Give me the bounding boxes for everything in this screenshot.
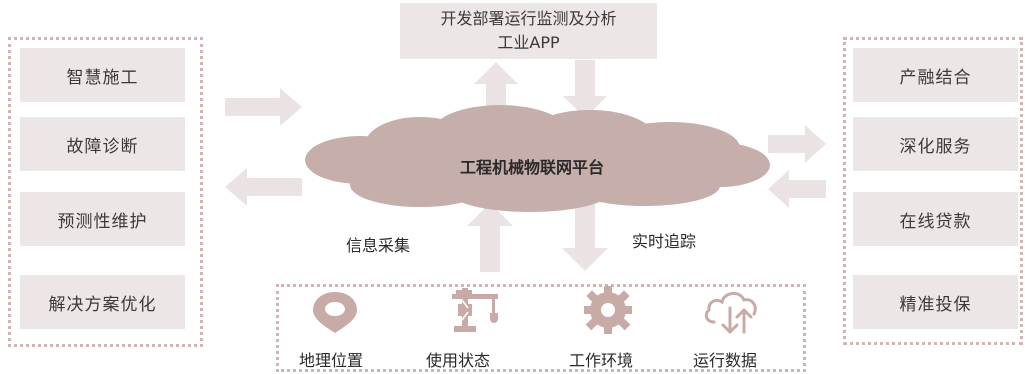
- left-panel-frame: [8, 37, 203, 347]
- cloud-platform-label: 工程机械物联网平台: [460, 158, 605, 177]
- arrow-up-top: [474, 62, 518, 120]
- bottom-item-operating-data: 运行数据: [693, 351, 758, 370]
- top-app-line2: 工业APP: [497, 33, 560, 52]
- left-item-label: 预测性维护: [57, 211, 148, 232]
- crane-icon: [452, 288, 498, 332]
- left-item-predictive-maintenance: 预测性维护: [20, 192, 185, 246]
- right-item-online-loan: 在线贷款: [853, 192, 1018, 246]
- left-item-solution-optimization: 解决方案优化: [20, 275, 185, 329]
- top-app-line1: 开发部署运行监测及分析: [440, 9, 617, 28]
- arrow-right-top-left: [225, 88, 302, 126]
- right-panel-frame: [843, 37, 1023, 345]
- arrow-down-top: [563, 60, 607, 118]
- arrow-up-bottom: [467, 203, 513, 272]
- cloud-transfer-icon: [704, 292, 757, 334]
- right-item-label: 产融结合: [899, 67, 972, 88]
- top-app-box: 开发部署运行监测及分析 工业APP: [400, 3, 657, 59]
- label-realtime-tracking: 实时追踪: [632, 232, 697, 251]
- bottom-panel-frame: [276, 284, 806, 372]
- bottom-item-work-environment: 工作环境: [569, 351, 634, 370]
- left-item-label: 故障诊断: [66, 136, 139, 157]
- right-item-label: 在线贷款: [899, 211, 972, 232]
- bottom-item-location: 地理位置: [299, 351, 364, 370]
- gear-icon: [584, 286, 632, 334]
- left-item-label: 智慧施工: [66, 67, 139, 88]
- left-item-fault-diagnosis: 故障诊断: [20, 117, 185, 171]
- right-item-industry-finance: 产融结合: [853, 48, 1018, 102]
- right-item-label: 精准投保: [899, 294, 972, 315]
- left-item-label: 解决方案优化: [48, 294, 157, 315]
- arrow-down-bottom: [562, 203, 608, 271]
- bottom-item-usage-status: 使用状态: [426, 351, 491, 370]
- right-item-precise-insurance: 精准投保: [853, 275, 1018, 329]
- left-item-smart-construction: 智慧施工: [20, 48, 185, 102]
- location-pin-icon: [313, 292, 357, 333]
- right-item-deepen-service: 深化服务: [853, 117, 1018, 171]
- label-info-collection: 信息采集: [346, 236, 411, 255]
- arrow-left-bottom-right: [768, 170, 826, 208]
- right-item-label: 深化服务: [899, 136, 972, 157]
- arrow-left-bottom-left: [225, 168, 302, 206]
- arrow-right-top-right: [768, 125, 826, 163]
